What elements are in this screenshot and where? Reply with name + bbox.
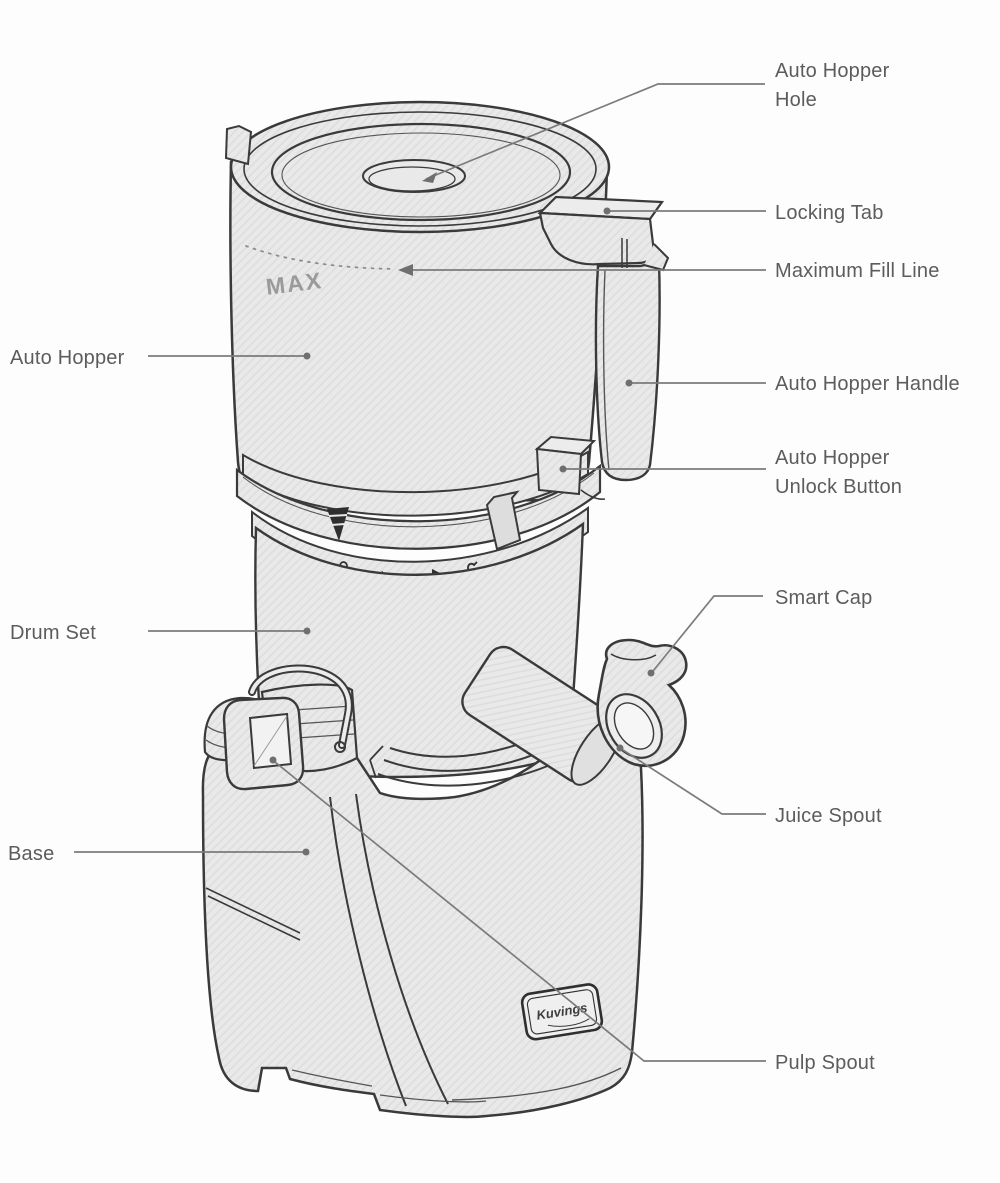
label-line: Maximum Fill Line (775, 260, 940, 282)
auto-hopper-lid (224, 100, 611, 234)
hopper-lip-collar (235, 450, 602, 551)
pulp-spout (203, 664, 359, 791)
label-line: Base (8, 843, 55, 865)
label-line: Auto Hopper Handle (775, 373, 960, 395)
leader-auto-hopper-hole (425, 83, 765, 180)
label-line: Pulp Spout (775, 1052, 875, 1074)
label-line: Hole (775, 89, 817, 111)
smart-cap (596, 638, 688, 768)
label-auto-hopper-hole: Auto Hopper Hole (775, 57, 890, 115)
label-auto-hopper-unlock-button: Auto Hopper Unlock Button (775, 444, 902, 502)
leader-juice-spout (622, 749, 766, 815)
leader-pulp-spout (274, 761, 766, 1062)
locking-tab (537, 195, 670, 272)
label-line: Juice Spout (775, 805, 882, 827)
label-smart-cap: Smart Cap (775, 584, 872, 613)
label-pulp-spout: Pulp Spout (775, 1049, 875, 1078)
label-line: Smart Cap (775, 587, 873, 609)
label-line: Auto Hopper (775, 447, 890, 469)
label-line: Locking Tab (775, 202, 884, 224)
label-auto-hopper-handle: Auto Hopper Handle (775, 370, 960, 399)
auto-hopper-hole (362, 159, 466, 193)
collar-wedge-tab (485, 490, 522, 551)
label-locking-tab: Locking Tab (775, 199, 884, 228)
label-drum-set: Drum Set (10, 619, 96, 648)
brand-logo-badge: Kuvings (520, 983, 604, 1041)
leader-end-markers (269, 172, 655, 856)
auto-hopper-handle (534, 195, 670, 500)
label-auto-hopper: Auto Hopper (10, 344, 125, 373)
label-juice-spout: Juice Spout (775, 802, 882, 831)
label-line: Drum Set (10, 622, 97, 644)
auto-hopper-unlock-button (534, 435, 606, 500)
lid-tab (224, 124, 253, 166)
label-maximum-fill-line: Maximum Fill Line (775, 257, 940, 286)
label-line: Unlock Button (775, 476, 903, 498)
leader-lines (74, 83, 766, 1062)
label-line: Auto Hopper (10, 347, 125, 369)
leader-smart-cap (652, 595, 763, 672)
label-line: Auto Hopper (775, 60, 890, 82)
label-base: Base (8, 840, 54, 869)
align-triangle-marking (327, 507, 349, 541)
